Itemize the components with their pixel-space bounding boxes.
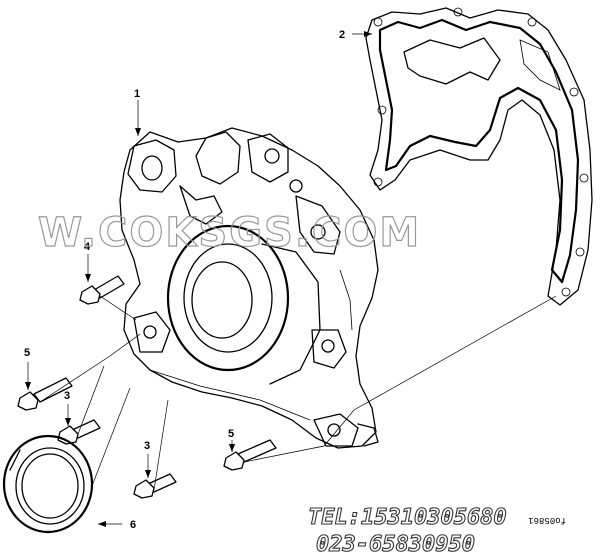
- drawing-code: fo05861: [528, 515, 566, 525]
- bolt-part-5-right: [223, 439, 277, 471]
- watermark-text: W.COKSGS.COM: [38, 210, 421, 256]
- callout-3-lower: 3: [144, 440, 150, 452]
- callout-1: 1: [134, 88, 140, 100]
- leader-arrows: [25, 31, 372, 527]
- callout-3-upper: 3: [64, 390, 70, 402]
- bolt-part-3-lower: [133, 473, 177, 499]
- bolt-part-5-left: [17, 377, 73, 411]
- front-gear-housing-part-1: [119, 127, 379, 449]
- callout-5-right: 5: [228, 428, 234, 440]
- callout-5-left: 5: [24, 347, 30, 359]
- callout-6: 6: [130, 519, 136, 531]
- callout-2: 2: [339, 29, 345, 41]
- callout-4: 4: [84, 241, 91, 253]
- gasket-part-2: [365, 7, 593, 306]
- contact-phone: 023-65830950: [316, 532, 475, 557]
- bolt-part-4: [79, 275, 125, 305]
- oil-seal-part-6: [2, 434, 94, 534]
- contact-tel: TEL:15310305680: [308, 505, 507, 530]
